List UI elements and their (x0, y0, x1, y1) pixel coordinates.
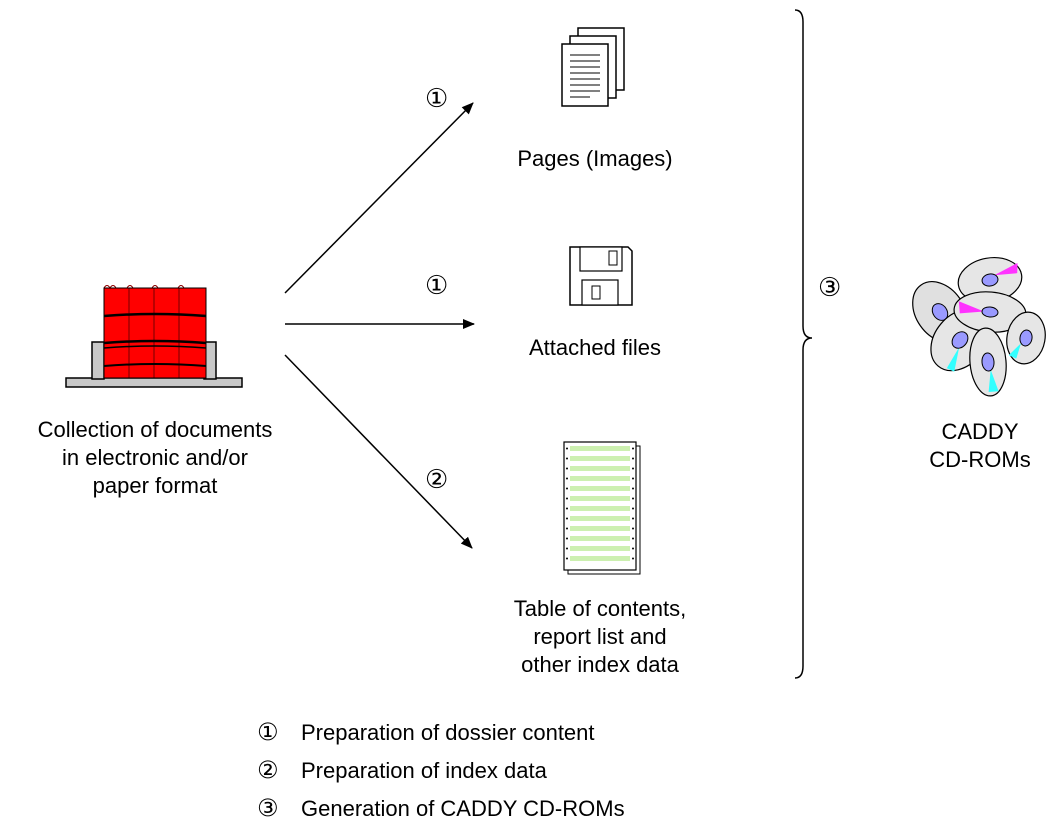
index-sheet-hole (632, 447, 634, 450)
floppy-disk-icon (569, 246, 633, 306)
cd-roms-label: CADDY CD-ROMs (920, 418, 1040, 474)
source-label: Collection of documents in electronic an… (0, 416, 310, 500)
legend-marker: ③ (257, 794, 279, 822)
index-sheet-stripe (570, 506, 630, 511)
index-sheet-stripe (570, 556, 630, 561)
index-sheet-stripe (570, 526, 630, 531)
index-label: Table of contents, report list and other… (470, 595, 730, 679)
arrow-to-index (284, 354, 473, 549)
source-label-line2: in electronic and/or (62, 445, 248, 470)
pages-label: Pages (Images) (517, 146, 673, 171)
legend-text: Generation of CADDY CD-ROMs (301, 796, 625, 821)
legend-marker: ② (257, 756, 279, 784)
index-sheet-hole (566, 497, 568, 500)
brace-step-marker: ③ (818, 273, 842, 303)
index-sheet-hole (632, 477, 634, 480)
index-step-marker: ② (425, 465, 449, 495)
index-sheet-hole (566, 547, 568, 550)
index-sheet-hole (566, 477, 568, 480)
pages-step-marker: ① (425, 84, 449, 114)
index-sheet-stripe (570, 486, 630, 491)
index-sheet-hole (566, 557, 568, 560)
index-sheet-hole (566, 507, 568, 510)
index-sheet-hole (632, 487, 634, 490)
index-sheet-hole (566, 517, 568, 520)
files-label: Attached files (528, 335, 662, 360)
legend-item: ① Preparation of dossier content (257, 718, 595, 747)
index-sheet-hole (632, 467, 634, 470)
index-label-line3: other index data (521, 652, 679, 677)
book-binders-icon (65, 285, 243, 388)
index-sheet-hole (566, 447, 568, 450)
index-sheet-hole (632, 507, 634, 510)
legend-text: Preparation of dossier content (301, 720, 595, 745)
legend-item: ② Preparation of index data (257, 756, 547, 785)
index-sheet-hole (632, 497, 634, 500)
index-sheet-hole (566, 527, 568, 530)
index-sheet-hole (632, 457, 634, 460)
document-pages-icon (561, 27, 625, 107)
index-label-line2: report list and (533, 624, 667, 649)
files-step-marker: ① (425, 271, 449, 301)
source-label-line1: Collection of documents (37, 417, 273, 442)
index-label-line1: Table of contents, (513, 596, 687, 621)
index-sheet-hole (566, 537, 568, 540)
index-sheet-stripe (570, 496, 630, 501)
legend-marker: ① (257, 718, 279, 746)
index-sheet-stripe (570, 516, 630, 521)
index-sheet-stripe (570, 456, 630, 461)
index-sheet-stripe (570, 446, 630, 451)
index-sheet-hole (566, 487, 568, 490)
cd-roms-icon (912, 257, 1046, 397)
source-label-line3: paper format (92, 473, 218, 498)
legend-item: ③ Generation of CADDY CD-ROMs (257, 794, 625, 823)
index-sheet-hole (632, 557, 634, 560)
index-sheet-stripe (570, 536, 630, 541)
index-sheet-hole (632, 527, 634, 530)
cd-roms-label-line2: CD-ROMs (929, 447, 1031, 472)
index-sheet-hole (566, 457, 568, 460)
index-sheets-icon (563, 441, 641, 575)
arrow-to-pages (284, 102, 474, 294)
index-sheet-stripe (570, 476, 630, 481)
index-sheet-hole (632, 547, 634, 550)
legend-text: Preparation of index data (301, 758, 547, 783)
grouping-brace (794, 9, 813, 679)
cd-roms-label-line1: CADDY (941, 419, 1019, 444)
index-sheet-hole (632, 537, 634, 540)
index-sheet-hole (632, 517, 634, 520)
index-sheet-stripe (570, 466, 630, 471)
index-sheet-stripe (570, 546, 630, 551)
index-sheet-hole (566, 467, 568, 470)
